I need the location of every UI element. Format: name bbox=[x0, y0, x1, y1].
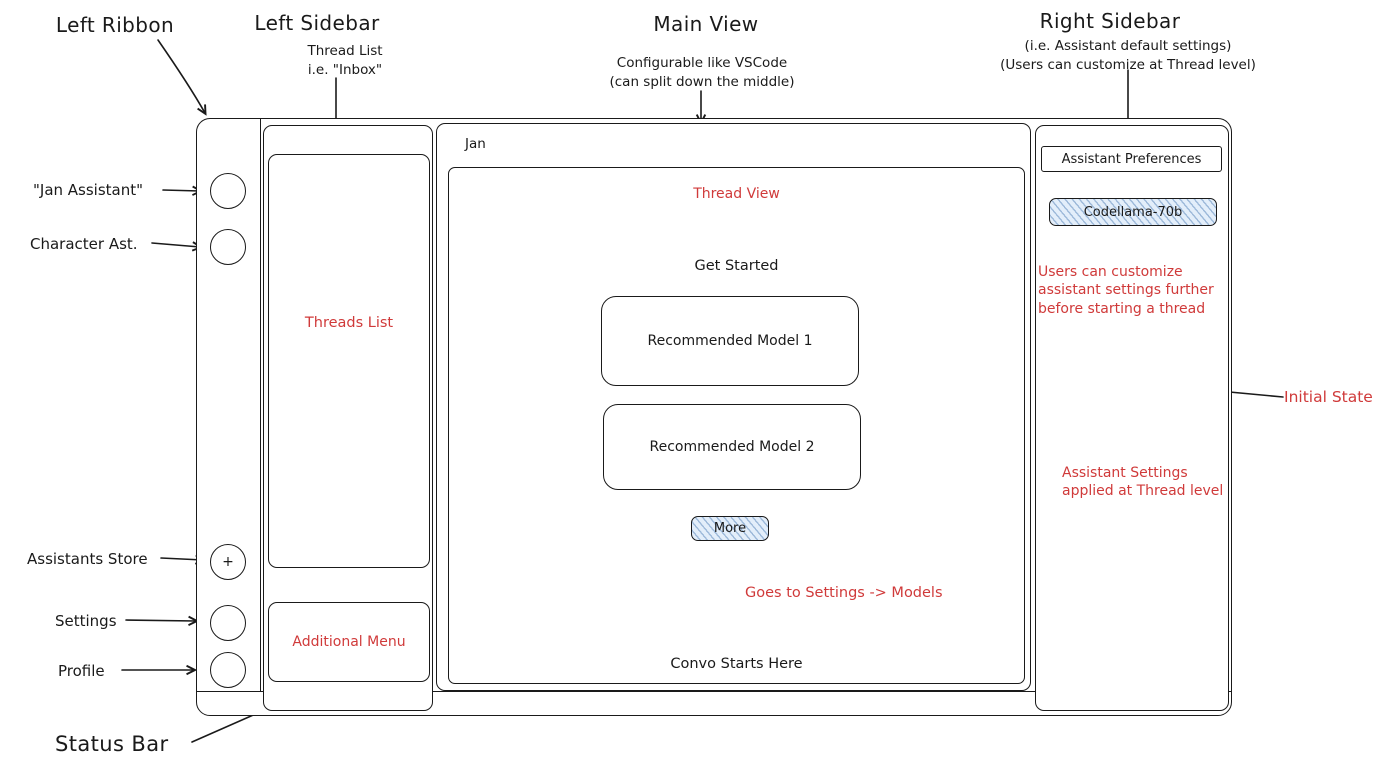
thread-view: Thread View Get Started Recommended Mode… bbox=[448, 167, 1025, 684]
annotation-configurable: Configurable like VSCode bbox=[616, 55, 788, 71]
assistant-preferences-header: Assistant Preferences bbox=[1041, 146, 1222, 172]
additional-menu[interactable]: Additional Menu bbox=[268, 602, 430, 682]
plus-icon: + bbox=[222, 554, 234, 570]
threads-list[interactable]: Threads List bbox=[268, 154, 430, 568]
note-thread-level-settings: Assistant Settings applied at Thread lev… bbox=[1062, 465, 1224, 500]
annotation-left-sidebar-sub: Thread List i.e. "Inbox" bbox=[278, 42, 412, 80]
profile-button[interactable] bbox=[210, 652, 246, 688]
get-started-heading: Get Started bbox=[694, 258, 779, 274]
annotation-right-sidebar: Right Sidebar bbox=[1039, 9, 1181, 33]
convo-starts-here: Convo Starts Here bbox=[670, 656, 803, 672]
codellama-model-button[interactable]: Codellama-70b bbox=[1049, 198, 1217, 226]
annotation-settings: Settings bbox=[55, 612, 117, 630]
annotation-left-sidebar: Left Sidebar bbox=[254, 11, 380, 35]
threads-list-label: Threads List bbox=[304, 315, 394, 331]
annotation-main-view: Main View bbox=[653, 12, 759, 36]
note-goes-to-settings: Goes to Settings -> Models bbox=[745, 585, 943, 601]
additional-menu-label: Additional Menu bbox=[292, 634, 406, 650]
annotation-customize-thread: (Users can customize at Thread level) bbox=[1000, 56, 1256, 73]
thread-view-label: Thread View bbox=[693, 186, 780, 202]
arrow-jan-assistant bbox=[162, 185, 204, 196]
annotation-jan-assistant: "Jan Assistant" bbox=[33, 181, 144, 199]
recommended-model-1-card[interactable]: Recommended Model 1 bbox=[601, 296, 859, 386]
annotation-inbox: i.e. "Inbox" bbox=[307, 61, 383, 78]
annotation-right-sidebar-sub: (i.e. Assistant default settings) (Users… bbox=[983, 37, 1273, 75]
note-customize-assistant: Users can customize assistant settings f… bbox=[1038, 264, 1214, 317]
main-view-title: Jan bbox=[465, 136, 486, 152]
assistants-store-button[interactable]: + bbox=[210, 544, 246, 580]
annotation-split: (can split down the middle) bbox=[609, 73, 795, 90]
annotation-left-ribbon: Left Ribbon bbox=[55, 13, 175, 37]
left-ribbon: + bbox=[197, 119, 261, 691]
jan-assistant-button[interactable] bbox=[210, 173, 246, 209]
main-view: Jan Thread View Get Started Recommended … bbox=[436, 123, 1031, 691]
annotation-main-view-sub: Configurable like VSCode (can split down… bbox=[592, 54, 812, 92]
annotation-character-ast: Character Ast. bbox=[30, 235, 138, 253]
right-sidebar: Assistant Preferences Codellama-70b bbox=[1035, 125, 1229, 711]
note-initial-state: Initial State bbox=[1284, 388, 1373, 406]
more-button[interactable]: More bbox=[691, 516, 769, 541]
annotation-thread-list: Thread List bbox=[307, 43, 383, 59]
arrow-settings bbox=[125, 615, 200, 627]
recommended-model-2-label: Recommended Model 2 bbox=[649, 439, 815, 455]
left-sidebar: Threads List Additional Menu bbox=[263, 125, 433, 711]
app-window: + Threads List Additional Menu Jan Threa… bbox=[196, 118, 1232, 716]
recommended-model-2-card[interactable]: Recommended Model 2 bbox=[603, 404, 861, 490]
character-assistant-button[interactable] bbox=[210, 229, 246, 265]
arrow-left-ribbon bbox=[157, 39, 207, 116]
annotation-status-bar: Status Bar bbox=[55, 732, 169, 756]
annotation-default-settings: (i.e. Assistant default settings) bbox=[1024, 38, 1232, 54]
status-bar bbox=[197, 691, 1231, 717]
settings-button[interactable] bbox=[210, 605, 246, 641]
annotation-assistants-store: Assistants Store bbox=[27, 550, 148, 568]
recommended-model-1-label: Recommended Model 1 bbox=[647, 333, 813, 349]
annotation-profile: Profile bbox=[58, 662, 105, 680]
arrow-character-ast bbox=[151, 241, 204, 252]
